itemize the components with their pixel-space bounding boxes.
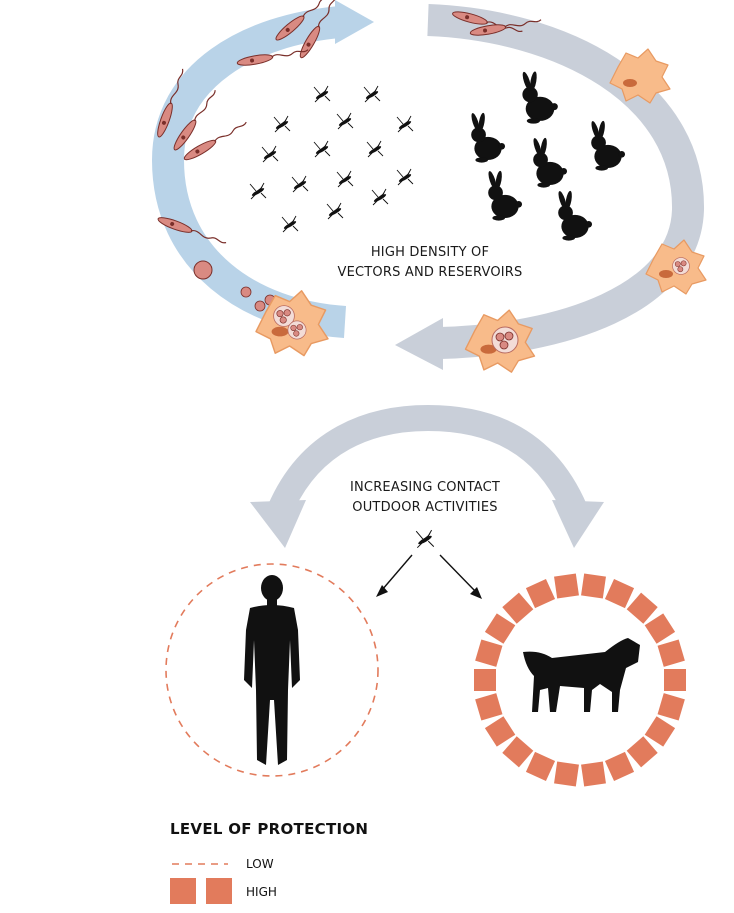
contact-label: INCREASING CONTACT OUTDOOR ACTIVITIES bbox=[320, 478, 530, 518]
protection-block bbox=[581, 573, 606, 599]
grey-arrow-right-arc bbox=[395, 4, 705, 370]
contact-label-line-1: INCREASING CONTACT bbox=[349, 480, 501, 495]
human-silhouette bbox=[244, 575, 300, 765]
bite-arrows bbox=[376, 554, 482, 599]
promastigote-cluster bbox=[154, 0, 342, 312]
protection-block bbox=[664, 669, 686, 691]
protection-block bbox=[525, 579, 556, 609]
legend-high-label: HIGH bbox=[246, 885, 277, 899]
protection-block bbox=[475, 639, 503, 667]
legend-high-blocks bbox=[170, 878, 232, 904]
protection-block bbox=[484, 613, 516, 644]
protection-block bbox=[657, 693, 685, 721]
low-protection-ring bbox=[165, 563, 379, 777]
protection-block bbox=[604, 751, 635, 781]
cycle-label: HIGH DENSITY OF VECTORS AND RESERVOIRS bbox=[310, 243, 550, 283]
protection-block bbox=[502, 736, 534, 768]
high-protection-ring bbox=[474, 573, 686, 787]
legend-low-label: LOW bbox=[246, 857, 274, 871]
protection-block bbox=[484, 716, 516, 747]
legend-title: LEVEL OF PROTECTION bbox=[170, 820, 369, 838]
protection-block bbox=[525, 751, 556, 781]
protection-block bbox=[502, 592, 534, 624]
protection-block bbox=[474, 669, 496, 691]
protection-block bbox=[626, 592, 658, 624]
protection-block bbox=[554, 761, 579, 787]
rabbit-reservoirs bbox=[469, 71, 626, 241]
dog-silhouette bbox=[523, 638, 640, 712]
sand-fly-swarm bbox=[249, 85, 414, 233]
protection-block bbox=[475, 693, 503, 721]
cycle-label-line-1: HIGH DENSITY OF bbox=[370, 245, 490, 260]
sand-fly-single bbox=[415, 529, 435, 549]
cycle-label-line-2: VECTORS AND RESERVOIRS bbox=[337, 265, 523, 280]
contact-label-line-2: OUTDOOR ACTIVITIES bbox=[352, 500, 498, 515]
protection-block bbox=[626, 736, 658, 768]
protection-block bbox=[604, 579, 635, 609]
protection-block bbox=[644, 716, 676, 747]
protection-block bbox=[581, 761, 606, 787]
protection-block bbox=[644, 613, 676, 644]
contact-arrow bbox=[250, 404, 604, 548]
protection-block bbox=[554, 573, 579, 599]
protection-block bbox=[657, 639, 685, 667]
